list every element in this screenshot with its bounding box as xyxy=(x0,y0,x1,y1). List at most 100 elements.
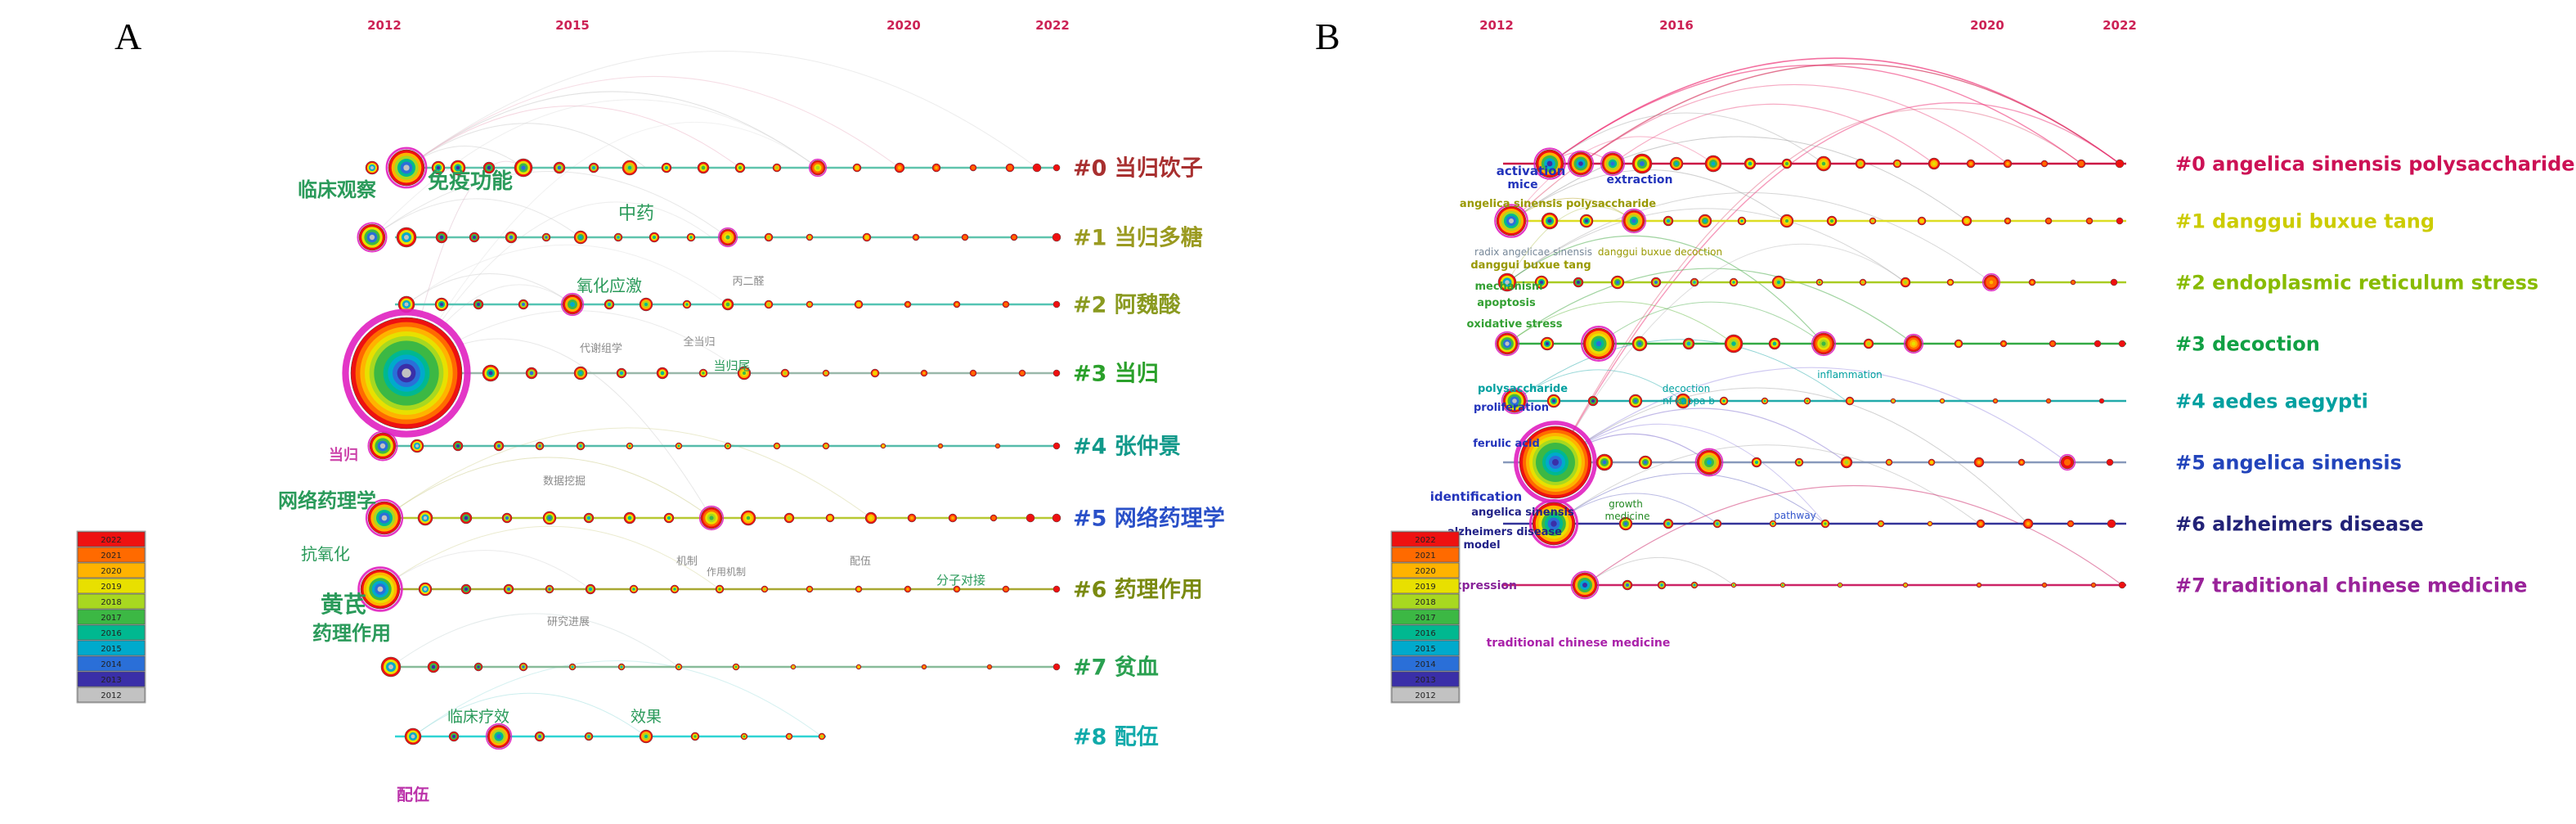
citation-node xyxy=(435,231,448,244)
cluster-timeline-7: #7 traditional chinese medicine xyxy=(1503,570,2527,600)
citation-node xyxy=(1939,398,1945,404)
cocitation-link-arc xyxy=(1555,423,1826,525)
citation-node xyxy=(639,729,653,744)
citation-node xyxy=(880,443,886,449)
citation-node xyxy=(1600,151,1626,177)
legend-year-label: 2013 xyxy=(101,676,121,685)
citation-node xyxy=(2070,279,2076,286)
citation-node xyxy=(1570,570,1600,600)
cluster-label: #6 药理作用 xyxy=(1073,577,1203,602)
keyword-label: 配伍 xyxy=(850,556,871,568)
cocitation-link-arc xyxy=(1555,407,1847,463)
citation-node xyxy=(2017,458,2026,466)
citation-node xyxy=(1025,513,1035,523)
keyword-label: alzheimers disease xyxy=(1447,526,1562,538)
citation-node xyxy=(1694,448,1724,477)
keyword-label: 临床疗效 xyxy=(447,708,509,726)
citation-node xyxy=(1579,214,1594,228)
year-axis-label: 2016 xyxy=(1659,18,1694,33)
cluster-timeline-6: #6 alzheimers disease xyxy=(1503,498,2424,549)
cocitation-link-arc xyxy=(1510,136,1968,222)
keyword-label: 全当归 xyxy=(683,335,715,349)
cocitation-link-arc xyxy=(406,123,647,169)
keyword-label: extraction xyxy=(1607,173,1673,187)
keyword-label: inflammation xyxy=(1817,369,1883,380)
cocitation-link-arc xyxy=(1514,369,1684,402)
cluster-label: #7 traditional chinese medicine xyxy=(2175,574,2527,597)
citation-node xyxy=(806,585,814,593)
citation-node xyxy=(715,584,725,594)
citation-node xyxy=(639,297,653,312)
citation-node xyxy=(1761,397,1769,405)
citation-node xyxy=(862,232,872,242)
keyword-label: 当归 xyxy=(329,446,358,464)
citation-node xyxy=(2041,582,2048,588)
keyword-label: 配伍 xyxy=(397,785,429,804)
citation-node xyxy=(482,364,500,382)
citation-node xyxy=(648,232,660,243)
citation-node xyxy=(937,443,944,449)
cocitation-link-arc xyxy=(1506,206,1635,283)
citation-node xyxy=(1650,277,1662,288)
citation-node xyxy=(1657,580,1667,590)
cocitation-link-arc xyxy=(1506,192,1992,283)
keyword-label: 免疫功能 xyxy=(428,169,513,194)
citation-node xyxy=(675,442,683,450)
citation-node xyxy=(604,299,615,310)
legend-year-label: 2020 xyxy=(1415,567,1435,576)
citation-node xyxy=(994,443,1001,449)
citation-node xyxy=(583,512,595,524)
citation-node xyxy=(1631,153,1653,174)
citation-node xyxy=(948,513,958,523)
cocitation-link-arc xyxy=(406,91,819,169)
citation-node xyxy=(1917,216,1927,226)
keyword-label: angelica sinensis xyxy=(1471,507,1574,519)
legend-year-swatch xyxy=(77,593,146,610)
citation-node xyxy=(396,227,417,248)
citation-node xyxy=(2004,217,2012,225)
legend-year-swatch xyxy=(1391,609,1460,625)
citation-node xyxy=(365,498,404,538)
legend-year-swatch xyxy=(1391,671,1460,687)
cluster-label: #2 endoplasmic reticulum stress xyxy=(2175,271,2538,294)
keyword-label: proliferation xyxy=(1474,402,1549,414)
keyword-label: 黄芪 xyxy=(321,591,366,618)
citation-node xyxy=(1771,275,1786,290)
legend-year-label: 2022 xyxy=(101,536,121,545)
citation-node xyxy=(568,663,577,671)
keyword-label: 机制 xyxy=(676,556,698,568)
citation-node xyxy=(357,566,403,612)
citation-node xyxy=(1494,331,1520,357)
citation-node xyxy=(1018,369,1026,377)
citation-node xyxy=(732,663,740,671)
citation-node xyxy=(1631,335,1648,352)
cocitation-link-arc xyxy=(1553,444,1980,525)
keyword-label: 效果 xyxy=(631,708,662,726)
keyword-label: 药理作用 xyxy=(312,622,391,645)
citation-node xyxy=(764,299,774,309)
keyword-label: 作用机制 xyxy=(707,566,746,578)
citation-node xyxy=(1927,520,1933,527)
cocitation-link-arc xyxy=(371,99,819,238)
citation-node xyxy=(1690,581,1699,589)
citation-node xyxy=(2067,520,2075,528)
keyword-label: polysaccharide xyxy=(1478,383,1568,395)
citation-node xyxy=(1781,158,1793,169)
legend-year-label: 2014 xyxy=(1415,660,1435,669)
keyword-label: 中药 xyxy=(618,204,654,224)
citation-node xyxy=(1712,519,1722,529)
cluster-timeline-1: #1 danggui buxue tang xyxy=(1494,204,2435,238)
citation-node xyxy=(686,232,696,242)
legend-year-swatch xyxy=(1391,624,1460,641)
legend-year-label: 2014 xyxy=(101,660,121,669)
citation-node xyxy=(1869,217,1877,225)
keyword-label: mice xyxy=(1507,178,1537,191)
citation-node xyxy=(1675,393,1691,409)
citation-node xyxy=(724,442,732,450)
citation-node xyxy=(773,442,781,450)
keyword-label: 代谢组学 xyxy=(580,342,622,355)
citation-node xyxy=(953,300,961,308)
citation-node xyxy=(1533,147,1566,180)
